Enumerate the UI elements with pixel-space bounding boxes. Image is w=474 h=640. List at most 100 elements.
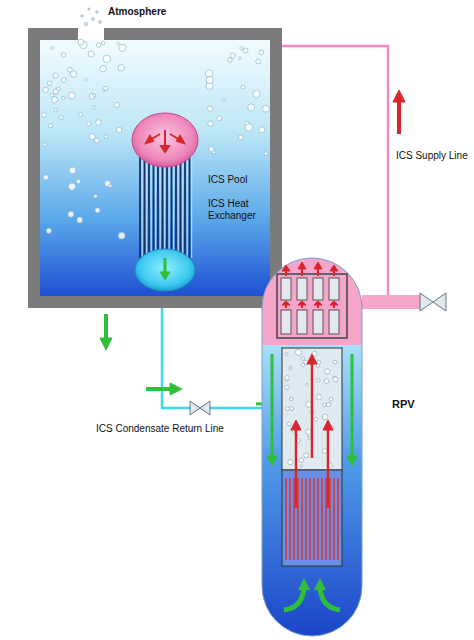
return-flow-arrow-right: [146, 383, 182, 395]
illustration-part: [99, 21, 102, 24]
illustration-part: [314, 262, 322, 269]
illustration-part: [320, 588, 340, 610]
fuel-rod: [317, 478, 319, 560]
hx-tube: [184, 150, 186, 260]
bubble: [316, 395, 321, 400]
steam-bubble: [230, 53, 235, 58]
steam-bubble: [253, 90, 260, 97]
hx-tube-highlight: [146, 152, 147, 258]
steam-bubble: [54, 108, 58, 112]
steam-bubble: [48, 124, 52, 128]
fuel-rod: [329, 478, 331, 560]
illustration-part: [314, 301, 322, 305]
bubble: [333, 377, 338, 382]
heat-exchanger: ICS Heat Exchanger: [130, 110, 200, 292]
condensate-arrow: [160, 258, 170, 280]
illustration-part: [104, 314, 108, 340]
steam-bubble: [61, 78, 66, 83]
hx-tube-highlight: [182, 152, 183, 258]
steam-bubble: [264, 152, 268, 156]
fuel-rod: [293, 478, 295, 560]
steam-bubble: [248, 104, 255, 111]
supply-nozzle: [362, 295, 420, 309]
steam-bubble: [46, 228, 51, 233]
illustration-part: [297, 310, 307, 334]
bubble: [286, 407, 290, 411]
illustration-part: [92, 18, 95, 21]
steam-bubble: [217, 116, 222, 121]
vessel-shell: [262, 258, 362, 636]
hx-tube-highlight: [155, 152, 156, 258]
downcomer-arrows: [267, 354, 357, 466]
separator-frame: [277, 274, 347, 338]
illustration-part: [81, 15, 83, 17]
bubble: [322, 449, 327, 454]
steam-bubble: [89, 134, 95, 140]
bubble: [333, 360, 337, 364]
reactor-core: [282, 470, 342, 566]
illustration-part: [146, 387, 172, 391]
steam-bubble: [118, 232, 125, 239]
hx-tube-highlight: [178, 152, 179, 258]
steam-bubble: [78, 39, 84, 45]
hx-tube-highlight: [142, 152, 143, 258]
steam-bubble: [205, 70, 212, 77]
hx-tube: [175, 150, 177, 260]
fuel-rod: [289, 478, 291, 560]
illustration-part: [433, 293, 446, 311]
steam-bubble: [93, 106, 96, 109]
bubble: [314, 418, 318, 422]
steam-bubble: [53, 73, 58, 78]
bubble: [289, 367, 292, 370]
line-label: ICS Condensate Return Line: [96, 423, 224, 435]
illustration-part: [190, 401, 200, 415]
bubble: [290, 366, 292, 368]
fuel-rod: [297, 478, 299, 560]
steam-bubble: [259, 127, 265, 133]
bubble: [285, 385, 290, 390]
fuel-rod: [313, 478, 315, 560]
steam-bubble: [77, 217, 83, 223]
illustration-part: [295, 428, 298, 508]
steam-bubble: [118, 65, 124, 71]
steam-bubble: [119, 44, 126, 51]
hx-tube: [148, 150, 150, 260]
steam-bubble: [68, 211, 74, 217]
chimney: [282, 348, 342, 470]
return-flow-arrow-down: [100, 314, 112, 350]
steam-bubble: [43, 87, 49, 93]
steam-bubble: [208, 121, 213, 126]
hx-tube-highlight: [151, 152, 152, 258]
illustration-part: [164, 130, 166, 146]
illustration-part: [329, 310, 339, 334]
vented-steam: [81, 8, 101, 26]
bubble: [285, 376, 289, 380]
bubble: [306, 402, 312, 408]
steam-bubble: [96, 120, 102, 126]
two-phase-bubbles: [285, 349, 338, 468]
illustration-part: [420, 293, 433, 311]
steam-separators: [281, 278, 339, 334]
steam-bubble: [95, 138, 100, 143]
steam-bubble: [94, 194, 98, 198]
fuel-rod: [301, 478, 303, 560]
steam-bubble: [87, 122, 91, 126]
illustration-part: [291, 420, 301, 430]
illustration-part: [329, 278, 339, 300]
hx-tube-highlight: [173, 152, 174, 258]
illustration-part: [96, 11, 98, 13]
outlet-header: [135, 249, 195, 291]
bubble: [317, 379, 320, 382]
isolation-valve: [420, 293, 446, 311]
bubble: [306, 383, 308, 385]
illustration-part: [330, 301, 338, 305]
steam-bubble: [239, 135, 244, 140]
steam-bubble: [68, 92, 75, 99]
hx-tube: [139, 150, 141, 260]
component-label: RPV: [392, 398, 415, 411]
illustration-part: [397, 100, 401, 134]
fuel-rod: [305, 478, 307, 560]
pool-water: [40, 40, 270, 296]
illustration-part: [311, 362, 314, 458]
illustration-part: [271, 354, 274, 458]
